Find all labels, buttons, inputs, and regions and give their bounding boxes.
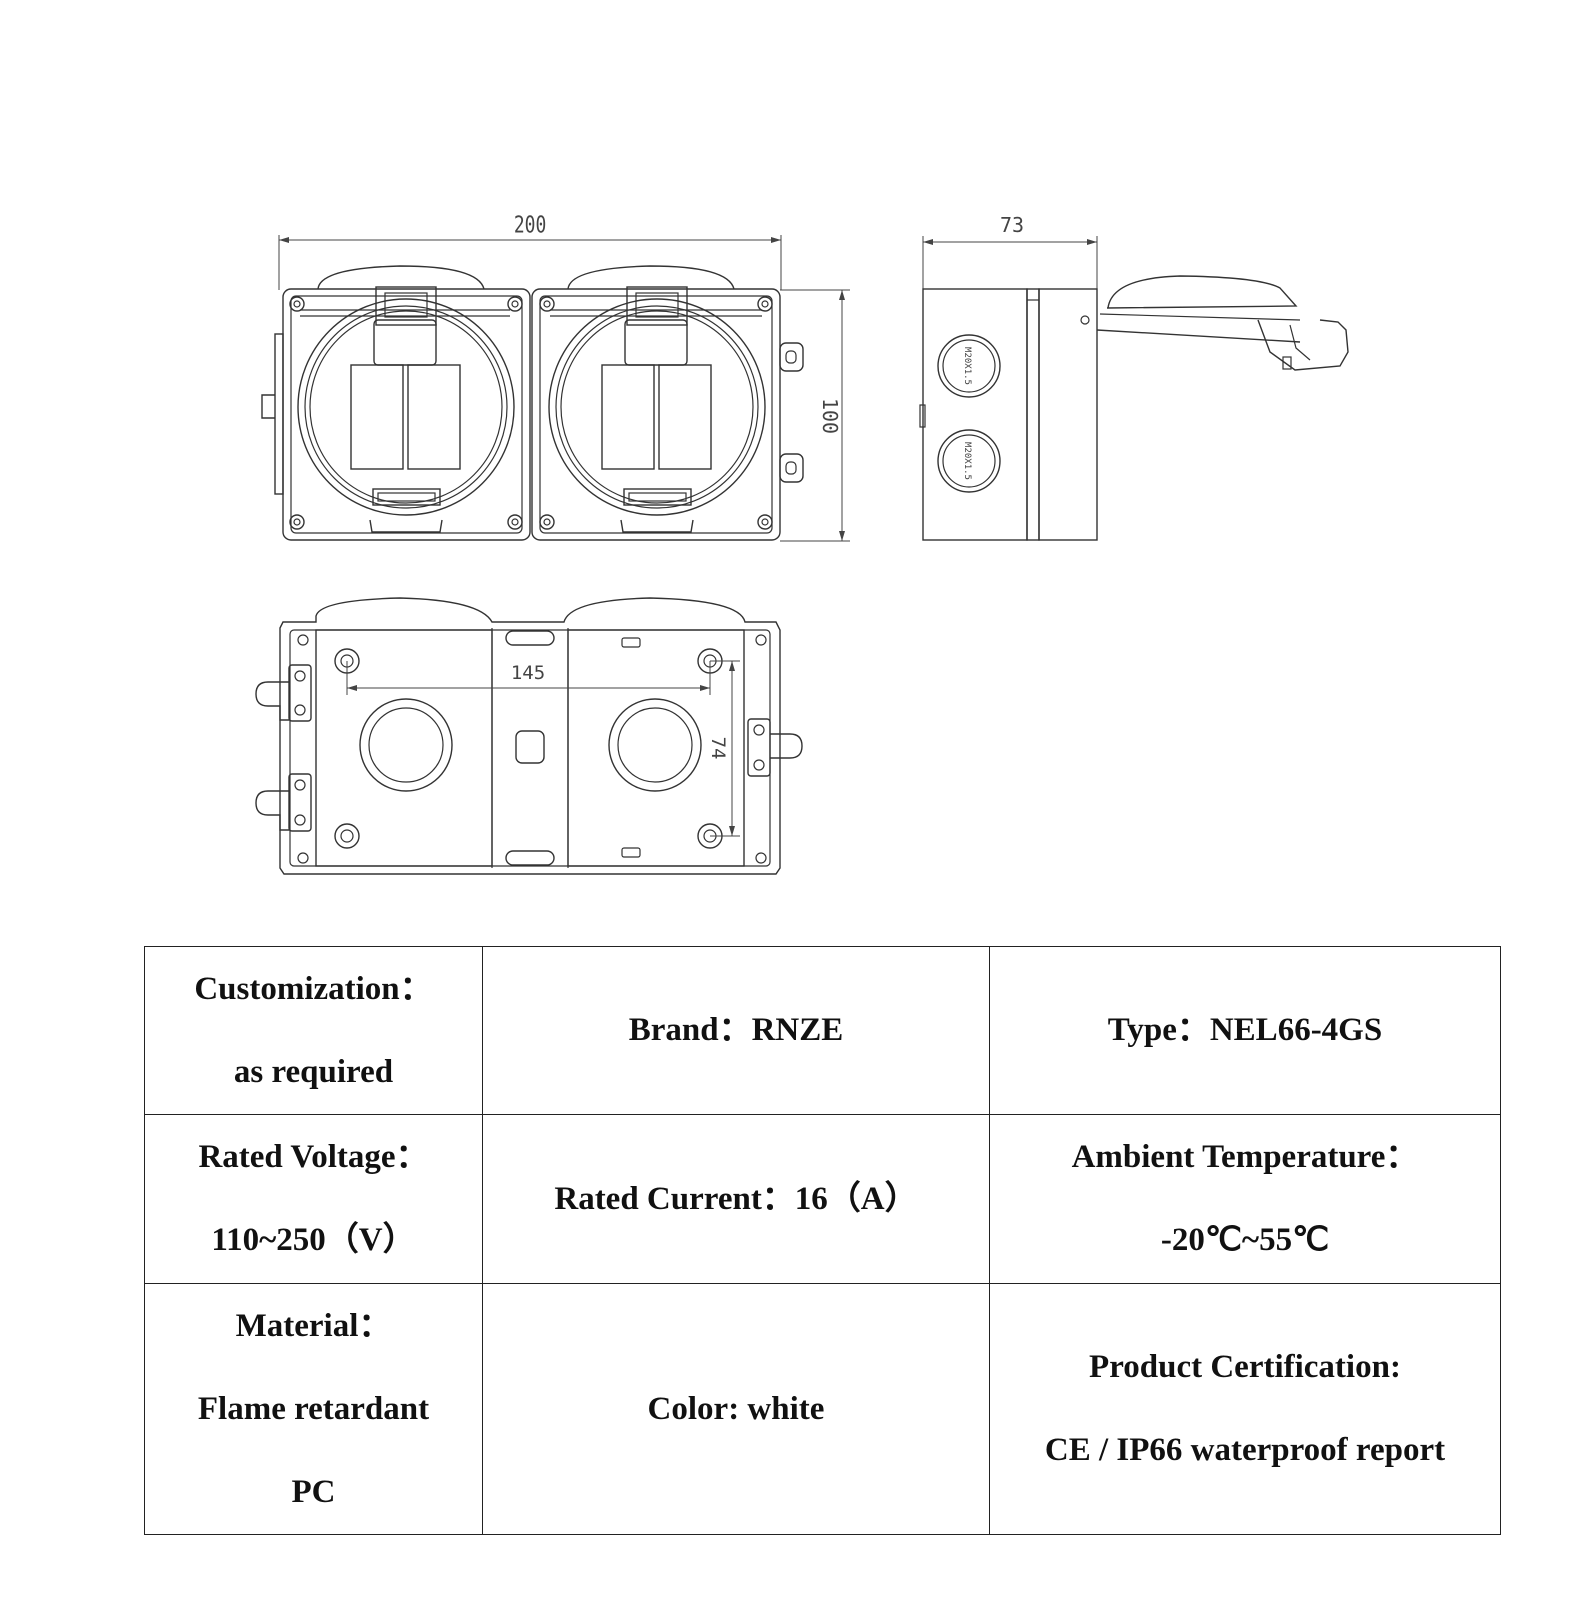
- spec-value: Rated Current：16（A）: [554, 1180, 918, 1217]
- spec-value: -20℃~55℃: [1160, 1222, 1330, 1258]
- dim-depth-label: 73: [1000, 213, 1024, 237]
- spec-table: Customization： as required Brand：RNZE Ty…: [144, 946, 1501, 1535]
- dim-height-label: 100: [818, 398, 842, 434]
- spec-cell-color: Color: white: [482, 1283, 990, 1535]
- spec-cell-rated-current: Rated Current：16（A）: [482, 1114, 990, 1284]
- spec-cell-brand: Brand：RNZE: [482, 946, 990, 1115]
- spec-cell-rated-voltage: Rated Voltage： 110~250（V）: [144, 1114, 483, 1284]
- spec-value: as required: [233, 1053, 394, 1090]
- spec-value: Brand：RNZE: [628, 1012, 844, 1048]
- gland-label: M20X1.5: [962, 442, 972, 480]
- spec-cell-ambient-temperature: Ambient Temperature： -20℃~55℃: [989, 1114, 1501, 1284]
- spec-value: Type：NEL66-4GS: [1107, 1012, 1383, 1048]
- gland-label: M20X1.5: [962, 347, 972, 385]
- side-view: 73 M20X1.5 M20X1.5: [919, 213, 1349, 541]
- spec-value: PC: [291, 1473, 336, 1510]
- spec-label: Material：: [235, 1307, 392, 1344]
- dim-hole-spacing-h-label: 145: [511, 662, 545, 684]
- table-row: Customization： as required Brand：RNZE Ty…: [144, 946, 1501, 1115]
- spec-label: Customization：: [194, 970, 433, 1007]
- spec-value: Flame retardant: [197, 1390, 430, 1427]
- front-view: 200 100: [261, 211, 850, 542]
- spec-cell-customization: Customization： as required: [144, 946, 483, 1115]
- table-row: Material： Flame retardant PC Color: whit…: [144, 1283, 1501, 1535]
- spec-cell-material: Material： Flame retardant PC: [144, 1283, 483, 1535]
- spec-value: Color: white: [647, 1390, 825, 1427]
- spec-value: 110~250（V）: [211, 1222, 416, 1258]
- spec-label: Rated Voltage：: [198, 1139, 429, 1175]
- back-view: 145 74: [255, 597, 803, 875]
- spec-value: CE / IP66 waterproof report: [1044, 1432, 1446, 1468]
- technical-drawing: 200 100: [255, 211, 1349, 875]
- spec-label: Ambient Temperature：: [1071, 1139, 1419, 1175]
- table-row: Rated Voltage： 110~250（V） Rated Current：…: [144, 1114, 1501, 1284]
- spec-label: Product Certification:: [1089, 1349, 1401, 1385]
- spec-cell-type: Type：NEL66-4GS: [989, 946, 1501, 1115]
- dim-hole-spacing-v-label: 74: [707, 737, 729, 760]
- dim-width-label: 200: [514, 211, 546, 238]
- spec-cell-certification: Product Certification: CE / IP66 waterpr…: [989, 1283, 1501, 1535]
